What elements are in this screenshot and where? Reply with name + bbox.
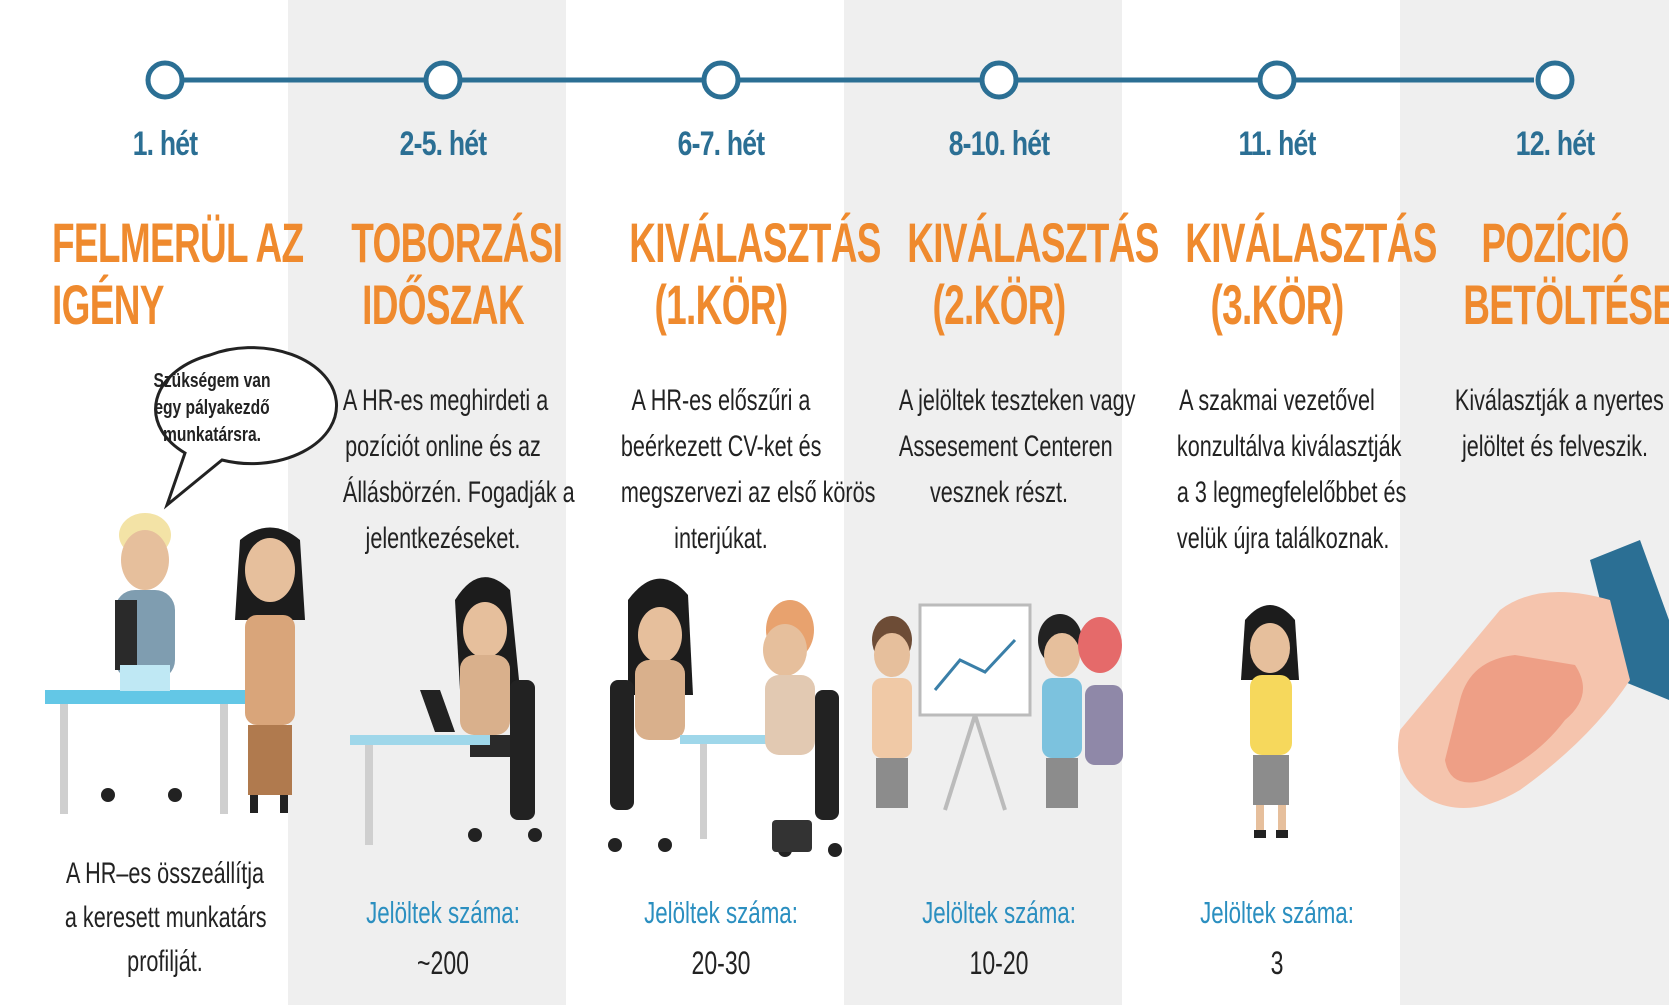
desc-line: A szakmai vezetővel [1179, 384, 1375, 417]
desc-line: A HR-es előszűri a [631, 384, 811, 417]
stage-bottom-text: A HR–es összeállítja a keresett munkatár… [64, 852, 267, 984]
candidate-count-label: Jelöltek száma: [1200, 895, 1354, 930]
desc-line: interjúkat. [674, 522, 768, 555]
candidate-count-value: 10-20 [969, 945, 1029, 981]
desc-line: jelentkezéseket. [365, 522, 521, 555]
stage-description: Kiválasztják a nyertes jelöltet és felve… [1454, 378, 1664, 470]
title-line: TOBORZÁSI [351, 211, 563, 274]
title-line: IDŐSZAK [362, 273, 524, 336]
stage-description: A szakmai vezetővel konzultálva kiválasz… [1176, 378, 1407, 562]
stage-description: A HR-es előszűri a beérkezett CV-ket és … [620, 378, 875, 562]
desc-line: velük újra találkoznak. [1176, 522, 1390, 555]
desc-line: pozíciót online és az [345, 430, 541, 463]
desc-line: Kiválasztják a nyertes [1454, 384, 1664, 417]
week-label: 11. hét [1238, 125, 1316, 163]
desc-line: jelöltet és felveszik. [1461, 430, 1649, 463]
title-line: (2.KÖR) [932, 273, 1067, 336]
desc-line: konzultálva kiválasztják [1176, 430, 1402, 463]
bottom-line: profilját. [127, 945, 203, 978]
stage-column-2 [288, 0, 566, 1005]
stage-column-6 [1400, 0, 1669, 1005]
desc-line: A HR-es meghirdeti a [342, 384, 549, 417]
desc-line: A jelöltek teszteken vagy [898, 384, 1136, 417]
bubble-line: munkatársra. [163, 424, 261, 446]
candidate-count-value: 20-30 [691, 945, 751, 981]
candidate-count-label: Jelöltek száma: [366, 895, 520, 930]
desc-line: Állásbörzén. Fogadják a [342, 476, 575, 509]
desc-line: Assesement Centeren [898, 430, 1113, 463]
candidate-count-value: ~200 [417, 945, 469, 981]
week-label: 2-5. hét [399, 125, 487, 163]
title-line: POZÍCIÓ [1481, 211, 1629, 274]
bottom-line: a keresett munkatárs [64, 901, 267, 934]
stage-description: A jelöltek teszteken vagy Assesement Cen… [898, 378, 1136, 516]
speech-bubble: Szükségem van egy pályakezdő munkatársra… [150, 368, 275, 449]
week-label: 6-7. hét [677, 125, 765, 163]
stage-description: A HR-es meghirdeti a pozíciót online és … [342, 378, 575, 562]
candidate-count-value: 3 [1270, 945, 1284, 981]
title-line: (1.KÖR) [654, 273, 789, 336]
candidate-count-label: Jelöltek száma: [922, 895, 1076, 930]
week-label: 1. hét [132, 125, 198, 163]
stage-title: POZÍCIÓ BETÖLTÉSE [1463, 211, 1669, 336]
bottom-line: A HR–es összeállítja [65, 857, 265, 890]
week-label: 12. hét [1515, 125, 1595, 163]
desc-line: vesznek részt. [929, 476, 1069, 509]
bubble-line: egy pályakezdő [154, 397, 270, 419]
stage-title: TOBORZÁSI IDŐSZAK [351, 211, 563, 336]
desc-line: beérkezett CV-ket és [620, 430, 822, 463]
candidate-count-label: Jelöltek száma: [644, 895, 798, 930]
desc-line: a 3 legmegfelelőbbet és [1176, 476, 1407, 509]
title-line: (3.KÖR) [1210, 273, 1345, 336]
title-line: BETÖLTÉSE [1463, 273, 1669, 336]
title-line: IGÉNY [52, 273, 164, 336]
week-label: 8-10. hét [948, 125, 1050, 163]
bubble-line: Szükségem van [153, 370, 271, 392]
stage-column-4 [844, 0, 1122, 1005]
